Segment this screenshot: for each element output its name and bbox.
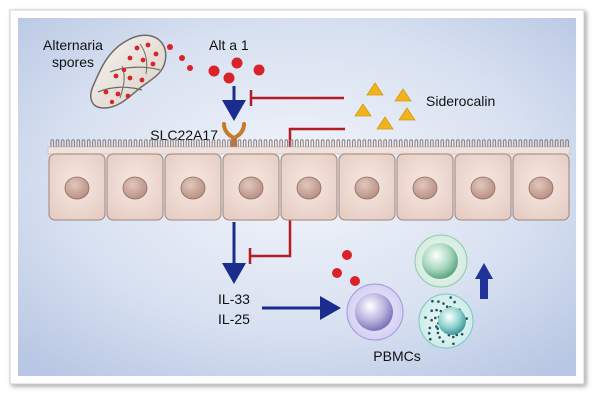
red-dot-icon	[253, 64, 265, 76]
cytokine-label-il25: IL-25	[218, 311, 250, 327]
inhibition-allergen	[249, 90, 344, 106]
red-dot-icon	[223, 72, 235, 84]
red-dot-icon	[332, 268, 342, 278]
cytokine-dots	[332, 250, 360, 286]
epithelial-cell-icon	[48, 153, 106, 221]
allergen-dots	[167, 44, 193, 71]
red-dot-icon	[231, 57, 243, 69]
yellow-triangle-icon	[398, 107, 416, 121]
yellow-triangle-icon	[354, 103, 372, 117]
spores-label-line2: spores	[52, 54, 94, 70]
red-dot-icon	[342, 250, 352, 260]
yellow-triangle-icon	[366, 82, 384, 96]
siderocalin-triangles	[354, 82, 416, 130]
yellow-triangle-icon	[394, 88, 412, 102]
yellow-triangle-icon	[376, 116, 394, 130]
red-dot-icon	[350, 276, 360, 286]
epithelial-cell-icon	[164, 153, 222, 221]
epithelial-cell-icon	[222, 153, 280, 221]
epithelial-cell-icon	[454, 153, 512, 221]
epithelial-cell-icon	[396, 153, 454, 221]
up-arrow-icon	[475, 263, 493, 299]
alt-a1-dots	[208, 57, 265, 84]
red-dot-icon	[208, 65, 220, 77]
microvilli	[50, 139, 569, 147]
immune-cell-icon	[346, 283, 404, 341]
cytokine-label-il33: IL-33	[218, 291, 250, 307]
epithelial-cell-icon	[280, 153, 338, 221]
immune-cell-icon	[414, 234, 468, 288]
epithelial-cell-icon	[106, 153, 164, 221]
epithelial-cell-icon	[338, 153, 396, 221]
immune-cell-icon	[418, 293, 474, 349]
immune-cells-label: PBMCs	[373, 348, 420, 364]
inhibitor-label: Siderocalin	[426, 93, 495, 109]
epithelial-cell-icon	[512, 153, 570, 221]
epithelial-layer	[47, 139, 571, 221]
spore-cluster-icon	[90, 34, 167, 109]
receptor-label: SLC22A17	[150, 127, 218, 143]
spores-label-line1: Alternaria	[43, 37, 103, 53]
allergen-label: Alt a 1	[209, 37, 249, 53]
